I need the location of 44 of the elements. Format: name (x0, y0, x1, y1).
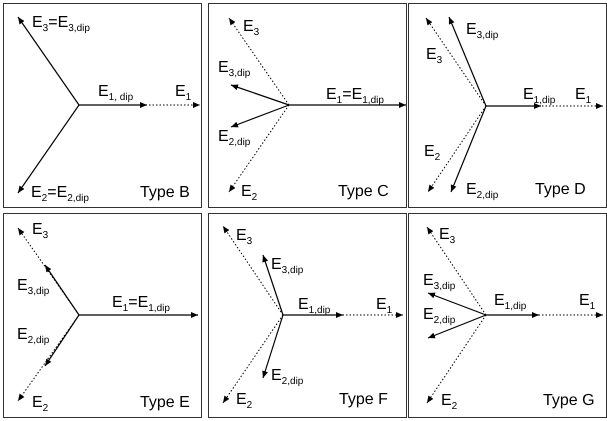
vector-label: E$_{3}$ (236, 228, 252, 244)
vector-label: E$_{1}$=E$_{1,dip}$ (112, 295, 170, 311)
vector-label: E$_{2}$ (241, 184, 258, 200)
vector-label: E$_{2,dip}$ (271, 368, 304, 384)
vector-label: E$_{1,dip}$ (494, 293, 526, 309)
vector-label: E$_{2,dip}$ (423, 307, 456, 323)
vector-label: E$_{2}$ (441, 393, 458, 409)
vector-label: E$_{2,dip}$ (466, 182, 498, 198)
vector-label: E$_{3}$ (426, 47, 442, 63)
vector-label: E$_{3,dip}$ (218, 60, 250, 76)
vector-label: E$_{3}$=E$_{3,dip}$ (32, 15, 90, 31)
panel-frame (3, 3, 202, 208)
vector-label: E$_{1,dip}$ (298, 297, 330, 313)
panel-frame (208, 3, 407, 208)
vector-label: E$_{2}$=E$_{2,dip}$ (31, 185, 89, 201)
vector-label: E$_{2}$ (236, 392, 252, 408)
vector-label: E$_{1}$=E$_{1,dip}$ (326, 87, 384, 103)
vector-label: E$_{2}$ (424, 144, 440, 160)
vector-label: E$_{3,dip}$ (17, 278, 50, 294)
vector-label: E$_{3}$ (243, 19, 260, 35)
type-label: Type F (339, 392, 388, 408)
vector-label: E$_{3}$ (32, 222, 48, 238)
type-label: Type E (140, 395, 190, 411)
vector-label: E$_{1}$ (579, 293, 596, 309)
vector-label: E$_{3,dip}$ (423, 273, 456, 289)
vector-label: E$_{3,dip}$ (466, 22, 498, 38)
type-label: Type B (140, 185, 190, 201)
panel-frame (208, 213, 407, 418)
vector-label: E$_{3,dip}$ (271, 257, 304, 273)
type-label: Type D (535, 182, 586, 198)
vector-label: E$_{1}$ (575, 87, 592, 103)
panel-frame (3, 213, 202, 418)
vector-label: E$_{2,dip}$ (218, 129, 250, 145)
vector-label: E$_{1, dip}$ (98, 84, 134, 100)
vector-label: E$_{1}$ (376, 297, 392, 313)
panel-frame (408, 213, 607, 418)
panel-frame (408, 3, 607, 208)
type-label: Type G (543, 393, 595, 409)
vector-label: E$_{1,dip}$ (523, 87, 556, 103)
vector-label: E$_{2}$ (32, 395, 48, 411)
vector-label: E$_{1}$ (175, 84, 192, 100)
type-label: Type C (338, 184, 389, 200)
vector-label: E$_{3}$ (439, 227, 456, 243)
vector-label: E$_{2,dip}$ (17, 327, 50, 343)
